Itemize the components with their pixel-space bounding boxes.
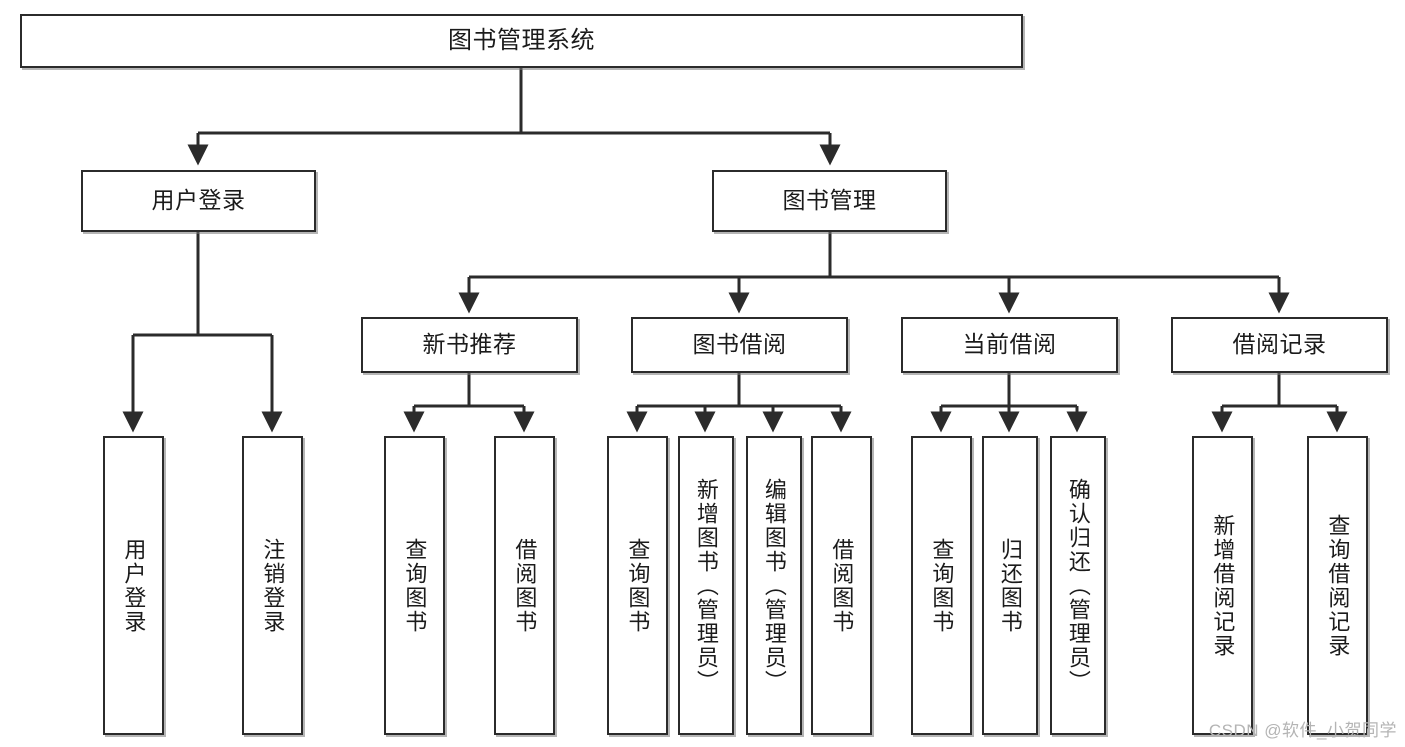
leaf-borrow-book-new-rec[interactable]: 借阅图书 <box>494 436 555 735</box>
leaf-borrow-book[interactable]: 借阅图书 <box>811 436 872 735</box>
node-borrow-record[interactable]: 借阅记录 <box>1171 317 1388 373</box>
leaf-query-book-new-rec[interactable]: 查询图书 <box>384 436 445 735</box>
node-label: 图书借阅 <box>692 331 787 358</box>
leaf-edit-book-admin[interactable]: 编辑图书（管理员） <box>746 436 802 735</box>
node-label: 借阅图书 <box>512 537 538 634</box>
node-label: 图书管理 <box>782 187 877 214</box>
node-label: 归还图书 <box>997 537 1023 634</box>
node-label: 用户登录 <box>121 537 147 634</box>
node-label: 当前借阅 <box>962 331 1057 358</box>
node-label: 图书管理系统 <box>448 26 595 54</box>
node-root-system[interactable]: 图书管理系统 <box>20 14 1023 68</box>
leaf-logout[interactable]: 注销登录 <box>242 436 303 735</box>
node-label: 查询图书 <box>402 537 428 634</box>
node-label: 新增图书（管理员） <box>693 477 719 694</box>
node-label: 用户登录 <box>151 187 246 214</box>
node-label: 注销登录 <box>260 537 286 634</box>
node-book-manage[interactable]: 图书管理 <box>712 170 947 232</box>
node-label: 查询借阅记录 <box>1325 513 1351 658</box>
leaf-add-borrow-record[interactable]: 新增借阅记录 <box>1192 436 1253 735</box>
leaf-query-book-current[interactable]: 查询图书 <box>911 436 972 735</box>
leaf-query-book-borrow[interactable]: 查询图书 <box>607 436 668 735</box>
node-label: 借阅图书 <box>829 537 855 634</box>
leaf-query-borrow-record[interactable]: 查询借阅记录 <box>1307 436 1368 735</box>
node-user-login[interactable]: 用户登录 <box>81 170 316 232</box>
node-current-borrow[interactable]: 当前借阅 <box>901 317 1118 373</box>
node-book-borrow[interactable]: 图书借阅 <box>631 317 848 373</box>
leaf-return-book[interactable]: 归还图书 <box>982 436 1038 735</box>
node-label: 新书推荐 <box>422 331 517 358</box>
node-new-book-recommend[interactable]: 新书推荐 <box>361 317 578 373</box>
node-label: 借阅记录 <box>1232 331 1327 358</box>
node-label: 编辑图书（管理员） <box>761 477 787 694</box>
node-label: 查询图书 <box>929 537 955 634</box>
node-label: 确认归还（管理员） <box>1065 477 1091 694</box>
node-label: 查询图书 <box>625 537 651 634</box>
leaf-add-book-admin[interactable]: 新增图书（管理员） <box>678 436 734 735</box>
node-label: 新增借阅记录 <box>1210 513 1236 658</box>
leaf-user-login[interactable]: 用户登录 <box>103 436 164 735</box>
leaf-confirm-return-admin[interactable]: 确认归还（管理员） <box>1050 436 1106 735</box>
